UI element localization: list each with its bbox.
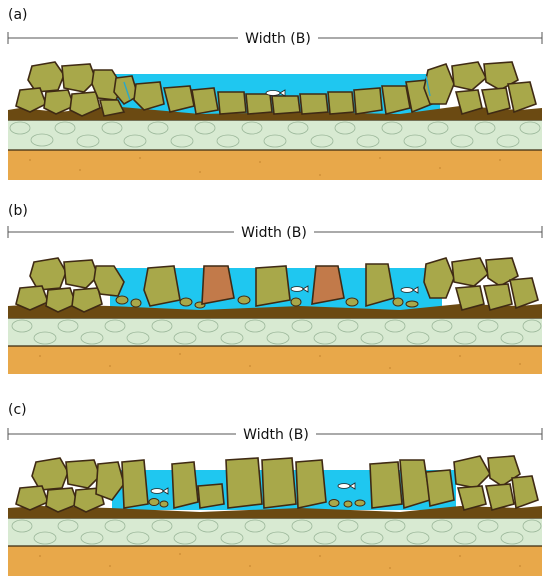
left-bank-stones [15,257,125,313]
panel-b-letter: (b) [8,203,28,219]
left-bank-stones [15,61,139,117]
left-bank-stones [15,457,125,513]
channel-boulders [143,263,395,308]
mud-bed [8,304,542,318]
panel-c-letter: (c) [8,402,27,418]
channel-stones [133,79,433,115]
fish-icon [265,89,286,97]
right-bank-stones [423,257,539,311]
fish-icon [400,286,419,294]
pebbles [115,295,419,309]
pebbles [148,498,366,508]
right-bank-stones [423,61,537,116]
fish-icon [337,482,356,490]
panel-a-width-label: Width (B) [245,31,311,47]
right-bank-stones [453,455,539,511]
panel-b: (b) Width (B) [7,203,543,374]
sand-layer [8,150,542,180]
panel-c-width-label: Width (B) [243,427,309,443]
sand-layer [8,546,542,576]
mud-bed [8,506,542,518]
sand-layer [8,346,542,374]
fish-icon [290,285,309,293]
panel-c: (c) Width (B) [7,402,543,576]
panel-a: (a) Width (B) [7,7,543,180]
panel-a-letter: (a) [8,7,28,23]
fish-icon [150,487,169,495]
channel-stones [121,457,455,510]
panel-b-width-label: Width (B) [241,225,307,241]
